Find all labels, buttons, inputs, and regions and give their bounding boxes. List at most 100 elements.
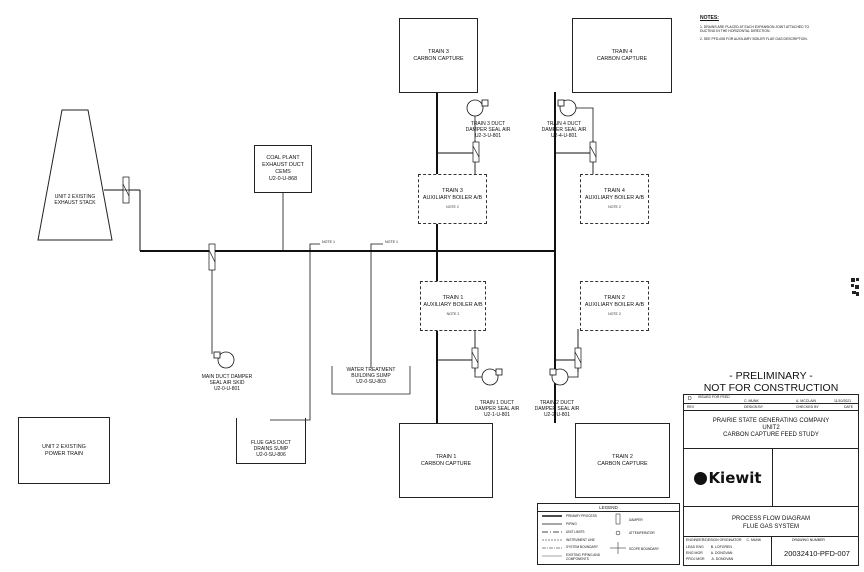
- note-item-2: 2. SEE PFD-008 FOR AUXILIARY BOILER FLUE…: [700, 36, 808, 41]
- role-label: PROJ MGR: [686, 557, 705, 561]
- fan-train3-tag: U2-3-U-801: [474, 133, 502, 140]
- logo-row: Kiewit: [684, 449, 858, 507]
- fan-main-line2: SEAL AIR SKID: [209, 380, 245, 387]
- qr-code-icon: [851, 278, 859, 296]
- train4-cc-line2: CARBON CAPTURE: [596, 55, 648, 62]
- train1-cc-line2: CARBON CAPTURE: [420, 460, 472, 467]
- train4-ab-line2: AUXILIARY BOILER A/B: [584, 194, 645, 201]
- h-checked: CHECKED BY: [796, 405, 819, 409]
- notes-block: NOTES: 1. DRAINS ARE PLACED AT EACH EXPA…: [700, 16, 820, 41]
- drawing-title-line1: PROCESS FLOW DIAGRAM: [731, 516, 810, 522]
- fan-train4-tag: U2-4-U-801: [550, 133, 578, 140]
- fan-main-tag: U2-0-U-801: [213, 386, 241, 393]
- note-item-1: 1. DRAINS ARE PLACED AT EACH EXPANSION J…: [700, 24, 810, 34]
- role-name: A. DONOVAN: [710, 551, 733, 555]
- fan-train4-line1: TRAIN 4 DUCT: [546, 121, 582, 127]
- company-row: PRAIRIE STATE GENERATING COMPANY UNIT2 C…: [684, 411, 858, 449]
- stack-line1: UNIT 2 EXISTING: [54, 194, 96, 200]
- fan-train1-label: TRAIN 1 DUCT DAMPER SEAL AIR U2-1-U-801: [470, 400, 524, 419]
- company-line3: CARBON CAPTURE FEED STUDY: [723, 432, 819, 438]
- role-label: ENGINEER/DESIGN ORIGINATOR: [686, 538, 742, 542]
- power-train-line2: POWER TRAIN: [45, 450, 83, 457]
- kiewit-logo-icon: [694, 471, 708, 485]
- train3-cc-line1: TRAIN 3: [428, 48, 449, 55]
- water-sump-line1: WATER TREATMENT: [346, 367, 396, 373]
- drawing-title-line2: FLUE GAS SYSTEM: [742, 524, 799, 530]
- role-name: A. DONOVAN: [711, 557, 734, 561]
- drain-line-to-flue-sump: [270, 243, 320, 421]
- role-row: ENG MGR A. DONOVAN: [686, 551, 732, 555]
- role-name: C. MUNK: [746, 538, 762, 542]
- rev-value: D: [688, 396, 692, 402]
- rev-date: 11/10/2021: [834, 399, 852, 403]
- power-train-box: UNIT 2 EXISTING POWER TRAIN: [18, 417, 110, 484]
- damper-stack: [122, 176, 130, 204]
- cems-box: COAL PLANT EXHAUST DUCT CEMS U2-0-U-868: [254, 145, 312, 193]
- fan-train2: [549, 368, 579, 386]
- fan-train3-line1: TRAIN 3 DUCT: [470, 121, 506, 127]
- flue-sump-tag: U2-0-SU-806: [256, 452, 286, 459]
- legend-title: LEGEND: [538, 504, 679, 512]
- flue-sump-outline: [236, 418, 306, 464]
- kiewit-logo-text: Kiewit: [708, 469, 762, 487]
- legend-scope-boundary: SCOPE BOUNDARY: [629, 547, 660, 551]
- legend-instrument-line: INSTRUMENT LINE: [566, 538, 595, 542]
- line-note-2: NOTE 1: [385, 240, 398, 244]
- train1-carbon-capture-box: TRAIN 1 CARBON CAPTURE: [399, 423, 493, 498]
- h-design: DESIGN BY: [744, 405, 764, 409]
- water-sump-outline: [331, 366, 411, 395]
- h-date: DATE: [844, 405, 854, 409]
- train1-cc-line1: TRAIN 1: [435, 453, 457, 460]
- fan-train2-tag: U2-2-U-801: [543, 412, 571, 419]
- fan-train1-line2: DAMPER SEAL AIR: [474, 406, 520, 413]
- flue-sump-line1: FLUE GAS DUCT: [250, 440, 291, 446]
- fan-train4-line2: DAMPER SEAL AIR: [541, 127, 587, 134]
- train3-cc-line2: CARBON CAPTURE: [413, 55, 464, 62]
- power-train-line1: UNIT 2 EXISTING: [42, 443, 86, 450]
- damper-train3: [472, 141, 480, 163]
- train3-aux-boiler-box: TRAIN 3 AUXILIARY BOILER A/B NOTE 2: [418, 174, 487, 224]
- legend-primary-process: PRIMARY PROCESS: [566, 514, 597, 518]
- preliminary-stamp: - PRELIMINARY - NOT FOR CONSTRUCTION: [683, 370, 859, 394]
- train3-ab-note: NOTE 2: [446, 204, 459, 209]
- role-row: ENGINEER/DESIGN ORIGINATOR C. MUNK: [686, 538, 761, 542]
- train3-carbon-capture-box: TRAIN 3 CARBON CAPTURE: [399, 18, 478, 93]
- revision-header-row: REV DESIGN BY CHECKED BY DATE: [684, 404, 858, 411]
- fan-train3-line2: DAMPER SEAL AIR: [465, 127, 511, 134]
- drawing-number: 20032410-PFD-007: [784, 549, 850, 558]
- train2-ab-note: NOTE 2: [608, 311, 621, 316]
- legend-unit-limits: UNIT LIMITS: [566, 530, 585, 534]
- damper-train2: [574, 347, 582, 369]
- fan-train2-label: TRAIN 2 DUCT DAMPER SEAL AIR U2-2-U-801: [530, 400, 584, 419]
- water-sump-label: WATER TREATMENT BUILDING SUMP U2-0-SU-80…: [332, 367, 410, 386]
- legend-box: LEGEND PRIMARY PROCESS PIPING UNIT LIMIT…: [537, 503, 680, 565]
- train1-ab-note: NOTE 2: [446, 311, 460, 316]
- cems-tag: U2-0-U-868: [268, 176, 298, 182]
- fan-train3: [466, 99, 489, 140]
- train2-carbon-capture-box: TRAIN 2 CARBON CAPTURE: [575, 423, 670, 498]
- train4-aux-boiler-box: TRAIN 4 AUXILIARY BOILER A/B NOTE 2: [580, 174, 649, 224]
- train3-ab-line1: TRAIN 3: [442, 187, 463, 194]
- fan-main: [213, 351, 235, 369]
- fan-train1: [474, 368, 503, 386]
- legend-existing: EXISTING PIPING AND COMPONENTS: [566, 553, 601, 561]
- revision-row: D ISSUED FOR FEED C. MUNK A. MCCLAIN 11/…: [684, 395, 858, 404]
- train2-cc-line1: TRAIN 2: [612, 453, 633, 460]
- role-name: B. LOFGREN: [710, 545, 732, 549]
- legend-piping: PIPING: [566, 522, 577, 526]
- train1-aux-boiler-box: TRAIN 1 AUXILIARY BOILER A/B NOTE 2: [420, 281, 486, 331]
- preliminary-line2: NOT FOR CONSTRUCTION: [703, 382, 839, 394]
- fan-train2-line1: TRAIN 2 DUCT: [539, 400, 575, 406]
- legend-attemperator: ATTEMPERATOR: [629, 531, 655, 535]
- roles-block: ENGINEER/DESIGN ORIGINATOR C. MUNK LEAD …: [684, 537, 772, 565]
- train2-ab-line2: AUXILIARY BOILER A/B: [584, 301, 645, 308]
- damper-train1: [471, 347, 479, 369]
- train3-ab-line2: AUXILIARY BOILER A/B: [422, 194, 483, 201]
- stack-label: UNIT 2 EXISTING EXHAUST STACK: [44, 194, 106, 206]
- company-line2: UNIT2: [762, 425, 780, 431]
- company-line1: PRAIRIE STATE GENERATING COMPANY: [712, 418, 830, 424]
- train4-cc-line1: TRAIN 4: [611, 48, 633, 55]
- fan-train4: [557, 99, 594, 142]
- fan-train1-line1: TRAIN 1 DUCT: [479, 400, 515, 406]
- fan-train4-label: TRAIN 4 DUCT DAMPER SEAL AIR U2-4-U-801: [538, 121, 590, 140]
